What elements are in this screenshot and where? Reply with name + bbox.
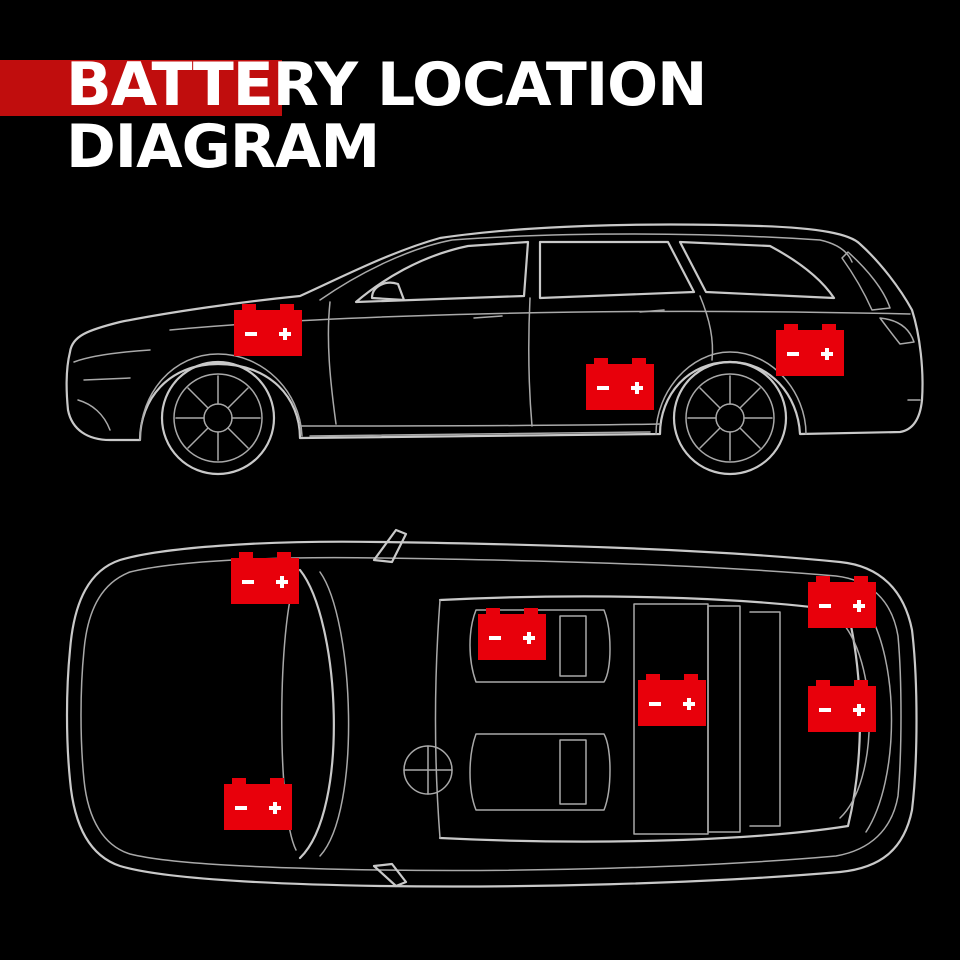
battery-icon-side-front (234, 304, 302, 356)
battery-icon-top-front-seat (478, 608, 546, 660)
battery-icon-side-middle (586, 358, 654, 410)
battery-icon-top-trunk-lower (808, 680, 876, 732)
car-top-view (65, 528, 918, 888)
battery-icon-top-engine-right (224, 778, 292, 830)
battery-icon-top-trunk-upper (808, 576, 876, 628)
car-side-view (65, 223, 924, 476)
battery-icon-side-rear (776, 324, 844, 376)
battery-icon-top-engine-left (231, 552, 299, 604)
page-title-line-2: DIAGRAM (66, 112, 380, 182)
title-accent-bar (0, 60, 282, 116)
battery-icon-top-rear-seat (638, 674, 706, 726)
page-title: BATTERY LOCATION DIAGRAM (66, 50, 707, 182)
page-title-line-1: BATTERY LOCATION (66, 50, 707, 120)
